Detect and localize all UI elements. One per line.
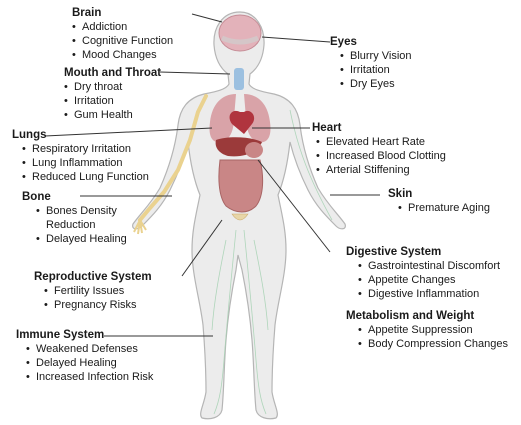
list-item: Fertility Issues bbox=[44, 284, 152, 298]
lungs-title: Lungs bbox=[12, 128, 149, 142]
list-item: Delayed Healing bbox=[36, 232, 127, 246]
eyes-title: Eyes bbox=[330, 35, 412, 49]
list-item: Delayed Healing bbox=[26, 356, 153, 370]
digestive-items: Gastrointestinal Discomfort Appetite Cha… bbox=[346, 259, 500, 301]
list-item-continued: Reduction bbox=[36, 218, 127, 232]
digestive-title: Digestive System bbox=[346, 245, 500, 259]
metabolism-group: Metabolism and Weight Appetite Suppressi… bbox=[346, 309, 508, 351]
brain-items: Addiction Cognitive Function Mood Change… bbox=[72, 20, 173, 62]
brain-title: Brain bbox=[72, 6, 173, 20]
mouth-throat-title: Mouth and Throat bbox=[64, 66, 161, 80]
mouth-throat-group: Mouth and Throat Dry throat Irritation G… bbox=[64, 66, 161, 122]
list-item: Lung Inflammation bbox=[22, 156, 149, 170]
list-item: Digestive Inflammation bbox=[358, 287, 500, 301]
list-item: Gum Health bbox=[64, 108, 161, 122]
list-item: Mood Changes bbox=[72, 48, 173, 62]
list-item: Pregnancy Risks bbox=[44, 298, 152, 312]
bone-group: Bone Bones Density Reduction Delayed Hea… bbox=[22, 190, 127, 246]
brain-organ bbox=[219, 15, 261, 51]
digestive-group: Digestive System Gastrointestinal Discom… bbox=[346, 245, 500, 301]
metabolism-items: Appetite Suppression Body Compression Ch… bbox=[346, 323, 508, 351]
brain-group: Brain Addiction Cognitive Function Mood … bbox=[72, 6, 173, 62]
list-item: Appetite Suppression bbox=[358, 323, 508, 337]
immune-group: Immune System Weakened Defenses Delayed … bbox=[16, 328, 153, 384]
throat-organ bbox=[234, 68, 244, 90]
list-item: Irritation bbox=[64, 94, 161, 108]
heart-items: Elevated Heart Rate Increased Blood Clot… bbox=[312, 135, 446, 177]
list-item: Dry Eyes bbox=[340, 77, 412, 91]
list-item: Bones Density bbox=[36, 204, 127, 218]
list-item: Irritation bbox=[340, 63, 412, 77]
skin-items: Premature Aging bbox=[388, 201, 490, 215]
heart-title: Heart bbox=[312, 121, 446, 135]
list-item: Reduced Lung Function bbox=[22, 170, 149, 184]
reproductive-group: Reproductive System Fertility Issues Pre… bbox=[34, 270, 152, 312]
immune-items: Weakened Defenses Delayed Healing Increa… bbox=[16, 342, 153, 384]
reproductive-items: Fertility Issues Pregnancy Risks bbox=[34, 284, 152, 312]
list-item: Arterial Stiffening bbox=[316, 163, 446, 177]
bone-items: Bones Density Reduction Delayed Healing bbox=[22, 204, 127, 246]
list-item: Addiction bbox=[72, 20, 173, 34]
eyes-items: Blurry Vision Irritation Dry Eyes bbox=[330, 49, 412, 91]
heart-group: Heart Elevated Heart Rate Increased Bloo… bbox=[312, 121, 446, 177]
mouth-throat-items: Dry throat Irritation Gum Health bbox=[64, 80, 161, 122]
stomach-organ bbox=[245, 142, 263, 158]
list-item: Increased Blood Clotting bbox=[316, 149, 446, 163]
bone-title: Bone bbox=[22, 190, 127, 204]
reproductive-title: Reproductive System bbox=[34, 270, 152, 284]
list-item: Dry throat bbox=[64, 80, 161, 94]
list-item: Appetite Changes bbox=[358, 273, 500, 287]
skin-title: Skin bbox=[388, 187, 490, 201]
list-item: Respiratory Irritation bbox=[22, 142, 149, 156]
metabolism-title: Metabolism and Weight bbox=[346, 309, 508, 323]
list-item: Gastrointestinal Discomfort bbox=[358, 259, 500, 273]
list-item: Weakened Defenses bbox=[26, 342, 153, 356]
list-item: Premature Aging bbox=[398, 201, 490, 215]
list-item: Increased Infection Risk bbox=[26, 370, 153, 384]
immune-title: Immune System bbox=[16, 328, 153, 342]
list-item: Elevated Heart Rate bbox=[316, 135, 446, 149]
list-item: Blurry Vision bbox=[340, 49, 412, 63]
intestines bbox=[219, 160, 263, 212]
lungs-group: Lungs Respiratory Irritation Lung Inflam… bbox=[12, 128, 149, 184]
list-item: Body Compression Changes bbox=[358, 337, 508, 351]
list-item: Cognitive Function bbox=[72, 34, 173, 48]
lungs-items: Respiratory Irritation Lung Inflammation… bbox=[12, 142, 149, 184]
eyes-group: Eyes Blurry Vision Irritation Dry Eyes bbox=[330, 35, 412, 91]
skin-group: Skin Premature Aging bbox=[388, 187, 490, 215]
